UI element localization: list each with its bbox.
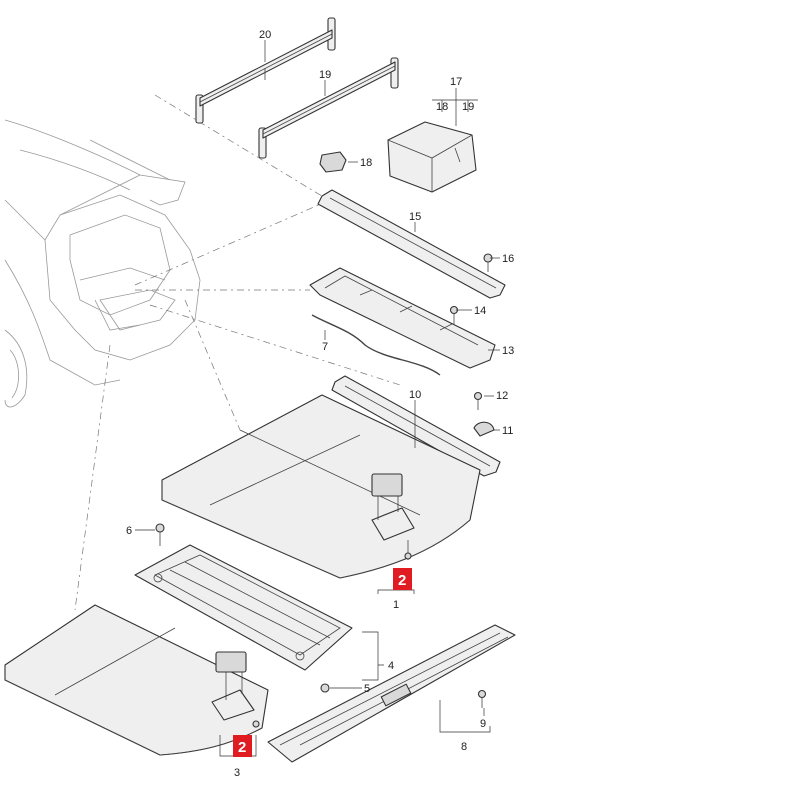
callout-labels: 20 19 17 18 19 18 15 16 14 13 7 12 10 11…	[126, 29, 514, 779]
callout-16: 16	[502, 253, 514, 265]
callout-5: 5	[364, 683, 370, 695]
callout-14: 14	[474, 305, 486, 317]
part-9-screw	[477, 689, 487, 708]
part-19-partition-net	[258, 57, 399, 159]
highlight-badge-lower[interactable]: 2	[233, 735, 252, 757]
part-8-sill-trim	[267, 624, 516, 763]
callout-3: 3	[234, 767, 240, 779]
callout-9: 9	[480, 718, 486, 730]
callout-19-group: 19	[462, 101, 474, 113]
part-17-storage-bag	[387, 121, 477, 193]
part-3-floor-panel	[4, 604, 269, 756]
part-14-screw	[449, 305, 459, 324]
vehicle-rear-illustration	[4, 119, 201, 408]
callout-11: 11	[502, 425, 513, 437]
callout-2-upper: 2	[398, 572, 406, 589]
callout-4: 4	[388, 660, 394, 672]
part-18-clip	[319, 151, 347, 173]
part-7-cable	[311, 314, 441, 376]
callout-15: 15	[409, 211, 421, 223]
highlight-badge-upper[interactable]: 2	[393, 568, 412, 590]
part-4-storage-tray	[134, 544, 353, 671]
callout-10: 10	[409, 389, 421, 401]
part-6-screw	[155, 523, 165, 546]
part-12-screw	[473, 391, 483, 410]
callout-8: 8	[461, 741, 467, 753]
callout-17: 17	[450, 76, 462, 88]
part-10-rail	[331, 375, 501, 477]
part-15-rail	[317, 189, 506, 299]
callout-19: 19	[319, 69, 331, 81]
part-1-floor-panel	[161, 394, 481, 579]
part-11-cap	[473, 421, 495, 437]
callout-1: 1	[393, 599, 399, 611]
callout-18-group: 18	[436, 101, 448, 113]
assembly-guide-lines	[74, 94, 401, 611]
callout-20: 20	[259, 29, 271, 41]
callout-12: 12	[496, 390, 508, 402]
part-20-partition-net	[195, 17, 336, 124]
part-16-screw	[483, 253, 493, 272]
part-13-rail-carrier	[309, 267, 496, 369]
callout-13: 13	[502, 345, 514, 357]
callout-18: 18	[360, 157, 372, 169]
callout-6: 6	[126, 525, 132, 537]
part-5-clip	[320, 683, 330, 693]
callout-7: 7	[322, 341, 328, 353]
callout-2-lower: 2	[238, 739, 246, 756]
